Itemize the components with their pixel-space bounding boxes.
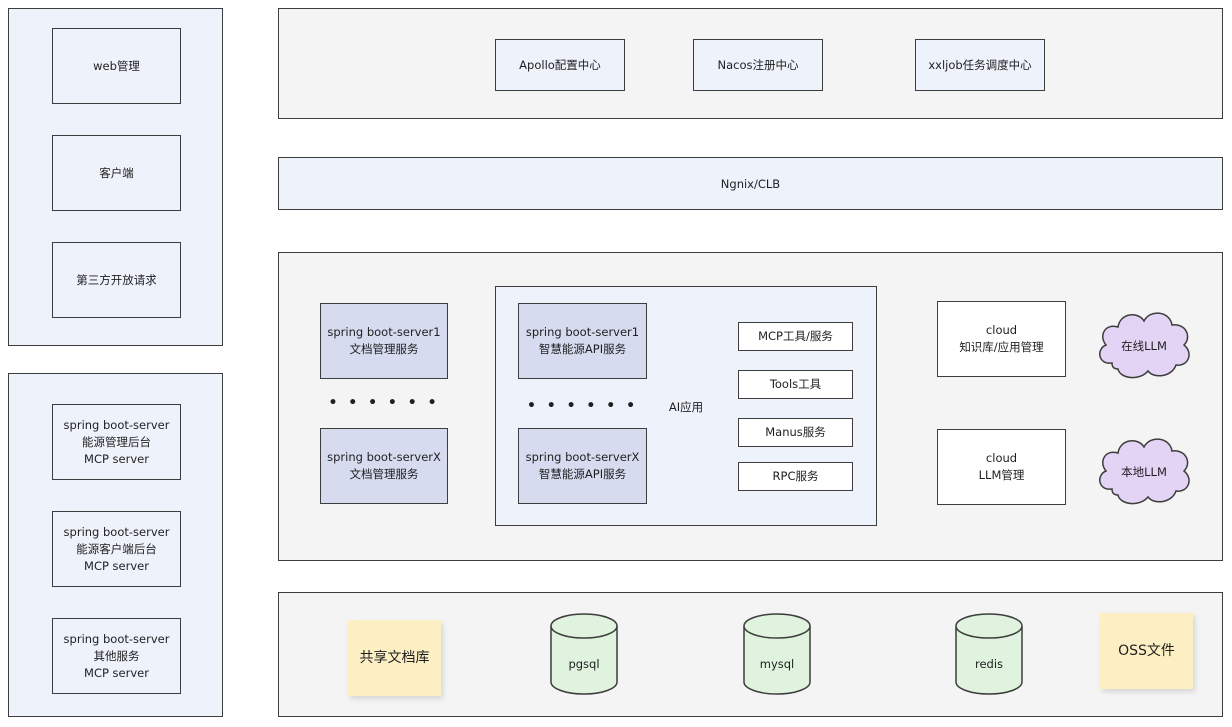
- third-party-request-box[interactable]: 第三方开放请求: [52, 242, 181, 318]
- local-llm-cloud-icon[interactable]: 本地LLM: [1092, 429, 1196, 509]
- pgsql-label: pgsql: [568, 657, 599, 671]
- doc-server-name: spring boot-serverX: [327, 450, 441, 464]
- tools-box[interactable]: Tools工具: [738, 370, 853, 399]
- manus-service-box[interactable]: Manus服务: [738, 418, 853, 447]
- shared-docs-label: 共享文档库: [359, 649, 430, 666]
- api-server-desc: 智慧能源API服务: [538, 342, 627, 356]
- redis-label: redis: [975, 657, 1003, 671]
- doc-servers-ellipsis: • • • • • •: [328, 395, 440, 411]
- gateway-label: Ngnix/CLB: [720, 176, 781, 191]
- mcp-server-energy-client[interactable]: spring boot-server 能源客户端后台 MCP server: [52, 511, 181, 587]
- nacos-registry-label: Nacos注册中心: [717, 57, 799, 72]
- api-server-last[interactable]: spring boot-serverX 智慧能源API服务: [518, 428, 647, 504]
- cloud-kb-name: cloud: [985, 323, 1018, 337]
- mcp-server-desc: 能源客户端后台: [76, 541, 157, 556]
- api-server-name: spring boot-server1: [525, 325, 640, 339]
- cloud-llm-name: cloud: [985, 451, 1018, 465]
- mcp-server-desc: 能源管理后台: [82, 434, 151, 449]
- online-llm-label: 在线LLM: [1121, 339, 1167, 353]
- mcp-server-desc: 其他服务: [93, 648, 140, 663]
- third-party-request-label: 第三方开放请求: [76, 272, 157, 287]
- apollo-config-box[interactable]: Apollo配置中心: [495, 39, 625, 91]
- mcp-server-name: spring boot-server: [63, 417, 170, 432]
- local-llm-label: 本地LLM: [1121, 465, 1167, 479]
- mysql-label: mysql: [760, 657, 795, 671]
- nacos-registry-box[interactable]: Nacos注册中心: [693, 39, 823, 91]
- mcp-server-name: spring boot-server: [63, 631, 170, 646]
- rpc-service-box[interactable]: RPC服务: [738, 462, 853, 491]
- mysql-database-icon[interactable]: mysql: [742, 612, 812, 696]
- api-server-name: spring boot-serverX: [525, 450, 640, 464]
- gateway-bar[interactable]: Ngnix/CLB: [278, 157, 1223, 210]
- apollo-config-label: Apollo配置中心: [519, 57, 601, 72]
- doc-server-desc: 文档管理服务: [349, 342, 419, 356]
- cloud-llm-box[interactable]: cloud LLM管理: [937, 429, 1066, 505]
- doc-server-name: spring boot-server1: [327, 325, 441, 339]
- oss-files-note[interactable]: OSS文件: [1100, 613, 1193, 689]
- mcp-server-type: MCP server: [84, 558, 149, 573]
- client-label: 客户端: [99, 165, 134, 180]
- web-management-label: web管理: [93, 58, 140, 73]
- cloud-llm-desc: LLM管理: [978, 468, 1025, 482]
- api-server-desc: 智慧能源API服务: [538, 467, 627, 481]
- doc-server-desc: 文档管理服务: [349, 467, 419, 481]
- doc-server-first[interactable]: spring boot-server1 文档管理服务: [320, 303, 448, 379]
- rpc-service-label: RPC服务: [772, 469, 819, 483]
- xxljob-scheduler-box[interactable]: xxljob任务调度中心: [915, 39, 1045, 91]
- mcp-server-other[interactable]: spring boot-server 其他服务 MCP server: [52, 618, 181, 694]
- mcp-server-energy-admin[interactable]: spring boot-server 能源管理后台 MCP server: [52, 404, 181, 480]
- online-llm-cloud-icon[interactable]: 在线LLM: [1092, 303, 1196, 383]
- web-management-box[interactable]: web管理: [52, 28, 181, 104]
- oss-files-label: OSS文件: [1118, 642, 1175, 659]
- manus-service-label: Manus服务: [765, 425, 826, 439]
- shared-docs-note[interactable]: 共享文档库: [348, 620, 441, 696]
- pgsql-database-icon[interactable]: pgsql: [549, 612, 619, 696]
- api-server-first[interactable]: spring boot-server1 智慧能源API服务: [518, 303, 647, 379]
- mcp-tools-label: MCP工具/服务: [758, 329, 833, 343]
- cloud-kb-box[interactable]: cloud 知识库/应用管理: [937, 301, 1066, 377]
- xxljob-scheduler-label: xxljob任务调度中心: [928, 57, 1032, 72]
- ai-app-label: AI应用: [668, 400, 704, 414]
- redis-database-icon[interactable]: redis: [954, 612, 1024, 696]
- api-servers-ellipsis: • • • • • •: [526, 398, 639, 414]
- mcp-server-name: spring boot-server: [63, 524, 170, 539]
- mcp-server-type: MCP server: [84, 451, 149, 466]
- mcp-tools-box[interactable]: MCP工具/服务: [738, 322, 853, 351]
- cloud-kb-desc: 知识库/应用管理: [959, 340, 1044, 354]
- mcp-server-type: MCP server: [84, 665, 149, 680]
- tools-label: Tools工具: [769, 377, 822, 391]
- client-box[interactable]: 客户端: [52, 135, 181, 211]
- doc-server-last[interactable]: spring boot-serverX 文档管理服务: [320, 428, 448, 504]
